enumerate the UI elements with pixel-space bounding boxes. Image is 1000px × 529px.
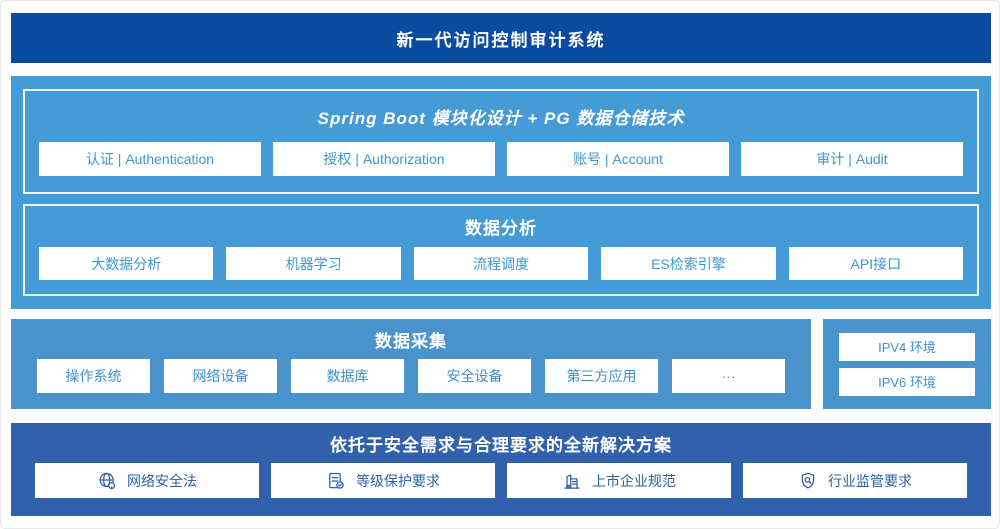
analysis-workflow: 流程调度 [413,247,589,280]
solution-label: 等级保护要求 [356,472,440,489]
analysis-api: API接口 [788,247,964,280]
env-ipv4: IPV4 环境 [839,332,975,361]
env-ipv6: IPV6 环境 [839,367,975,396]
system-title-bar: 新一代访问控制审计系统 [11,13,991,63]
solution-label: 行业监管要求 [828,472,912,489]
solution-label: 上市企业规范 [592,472,676,489]
ip-environment-panel: IPV4 环境 IPV6 环境 [823,319,991,409]
data-collection-section: 数据采集 操作系统 网络设备 数据库 安全设备 第三方应用 ··· [11,319,811,409]
document-check-icon [326,471,346,491]
module-authorization: 授权 | Authorization [273,142,495,176]
solution-classified-protection: 等级保护要求 [271,463,495,498]
globe-icon [97,471,117,491]
analysis-es-search: ES检索引擎 [601,247,776,280]
platform-section: Spring Boot 模块化设计 + PG 数据仓储技术 认证 | Authe… [11,76,991,309]
spring-boot-title: Spring Boot 模块化设计 + PG 数据仓储技术 [317,109,685,128]
building-icon [562,471,582,491]
module-account: 账号 | Account [507,142,729,176]
source-third-party: 第三方应用 [545,359,658,393]
solution-section: 依托于安全需求与合理要求的全新解决方案 网络安全法 [11,423,991,516]
solution-listed-company: 上市企业规范 [507,463,731,498]
data-analysis-row: 大数据分析 机器学习 流程调度 ES检索引擎 API接口 [39,247,964,280]
spring-boot-module-row: 认证 | Authentication 授权 | Authorization 账… [39,142,963,176]
data-analysis-title: 数据分析 [465,219,537,238]
data-analysis-panel: 数据分析 大数据分析 机器学习 流程调度 ES检索引擎 API接口 [23,204,979,296]
module-audit: 审计 | Audit [741,142,963,176]
solution-row: 网络安全法 等级保护要求 [35,463,967,498]
analysis-bigdata: 大数据分析 [39,247,214,280]
source-database: 数据库 [291,359,404,393]
solution-cybersecurity-law: 网络安全法 [35,463,259,498]
source-more-ellipsis: ··· [672,359,785,393]
data-collection-title: 数据采集 [375,331,447,351]
source-os: 操作系统 [37,359,150,393]
solution-industry-regulation: 行业监管要求 [743,463,967,498]
module-authentication: 认证 | Authentication [39,142,261,176]
solution-label: 网络安全法 [127,472,197,489]
data-collection-row: 操作系统 网络设备 数据库 安全设备 第三方应用 ··· [37,359,785,393]
shield-search-icon [798,471,818,491]
source-security-device: 安全设备 [418,359,531,393]
source-network-device: 网络设备 [164,359,277,393]
spring-boot-panel: Spring Boot 模块化设计 + PG 数据仓储技术 认证 | Authe… [23,89,979,194]
analysis-machine-learning: 机器学习 [226,247,401,280]
solution-title: 依托于安全需求与合理要求的全新解决方案 [330,435,672,455]
page-title: 新一代访问控制审计系统 [396,30,606,50]
